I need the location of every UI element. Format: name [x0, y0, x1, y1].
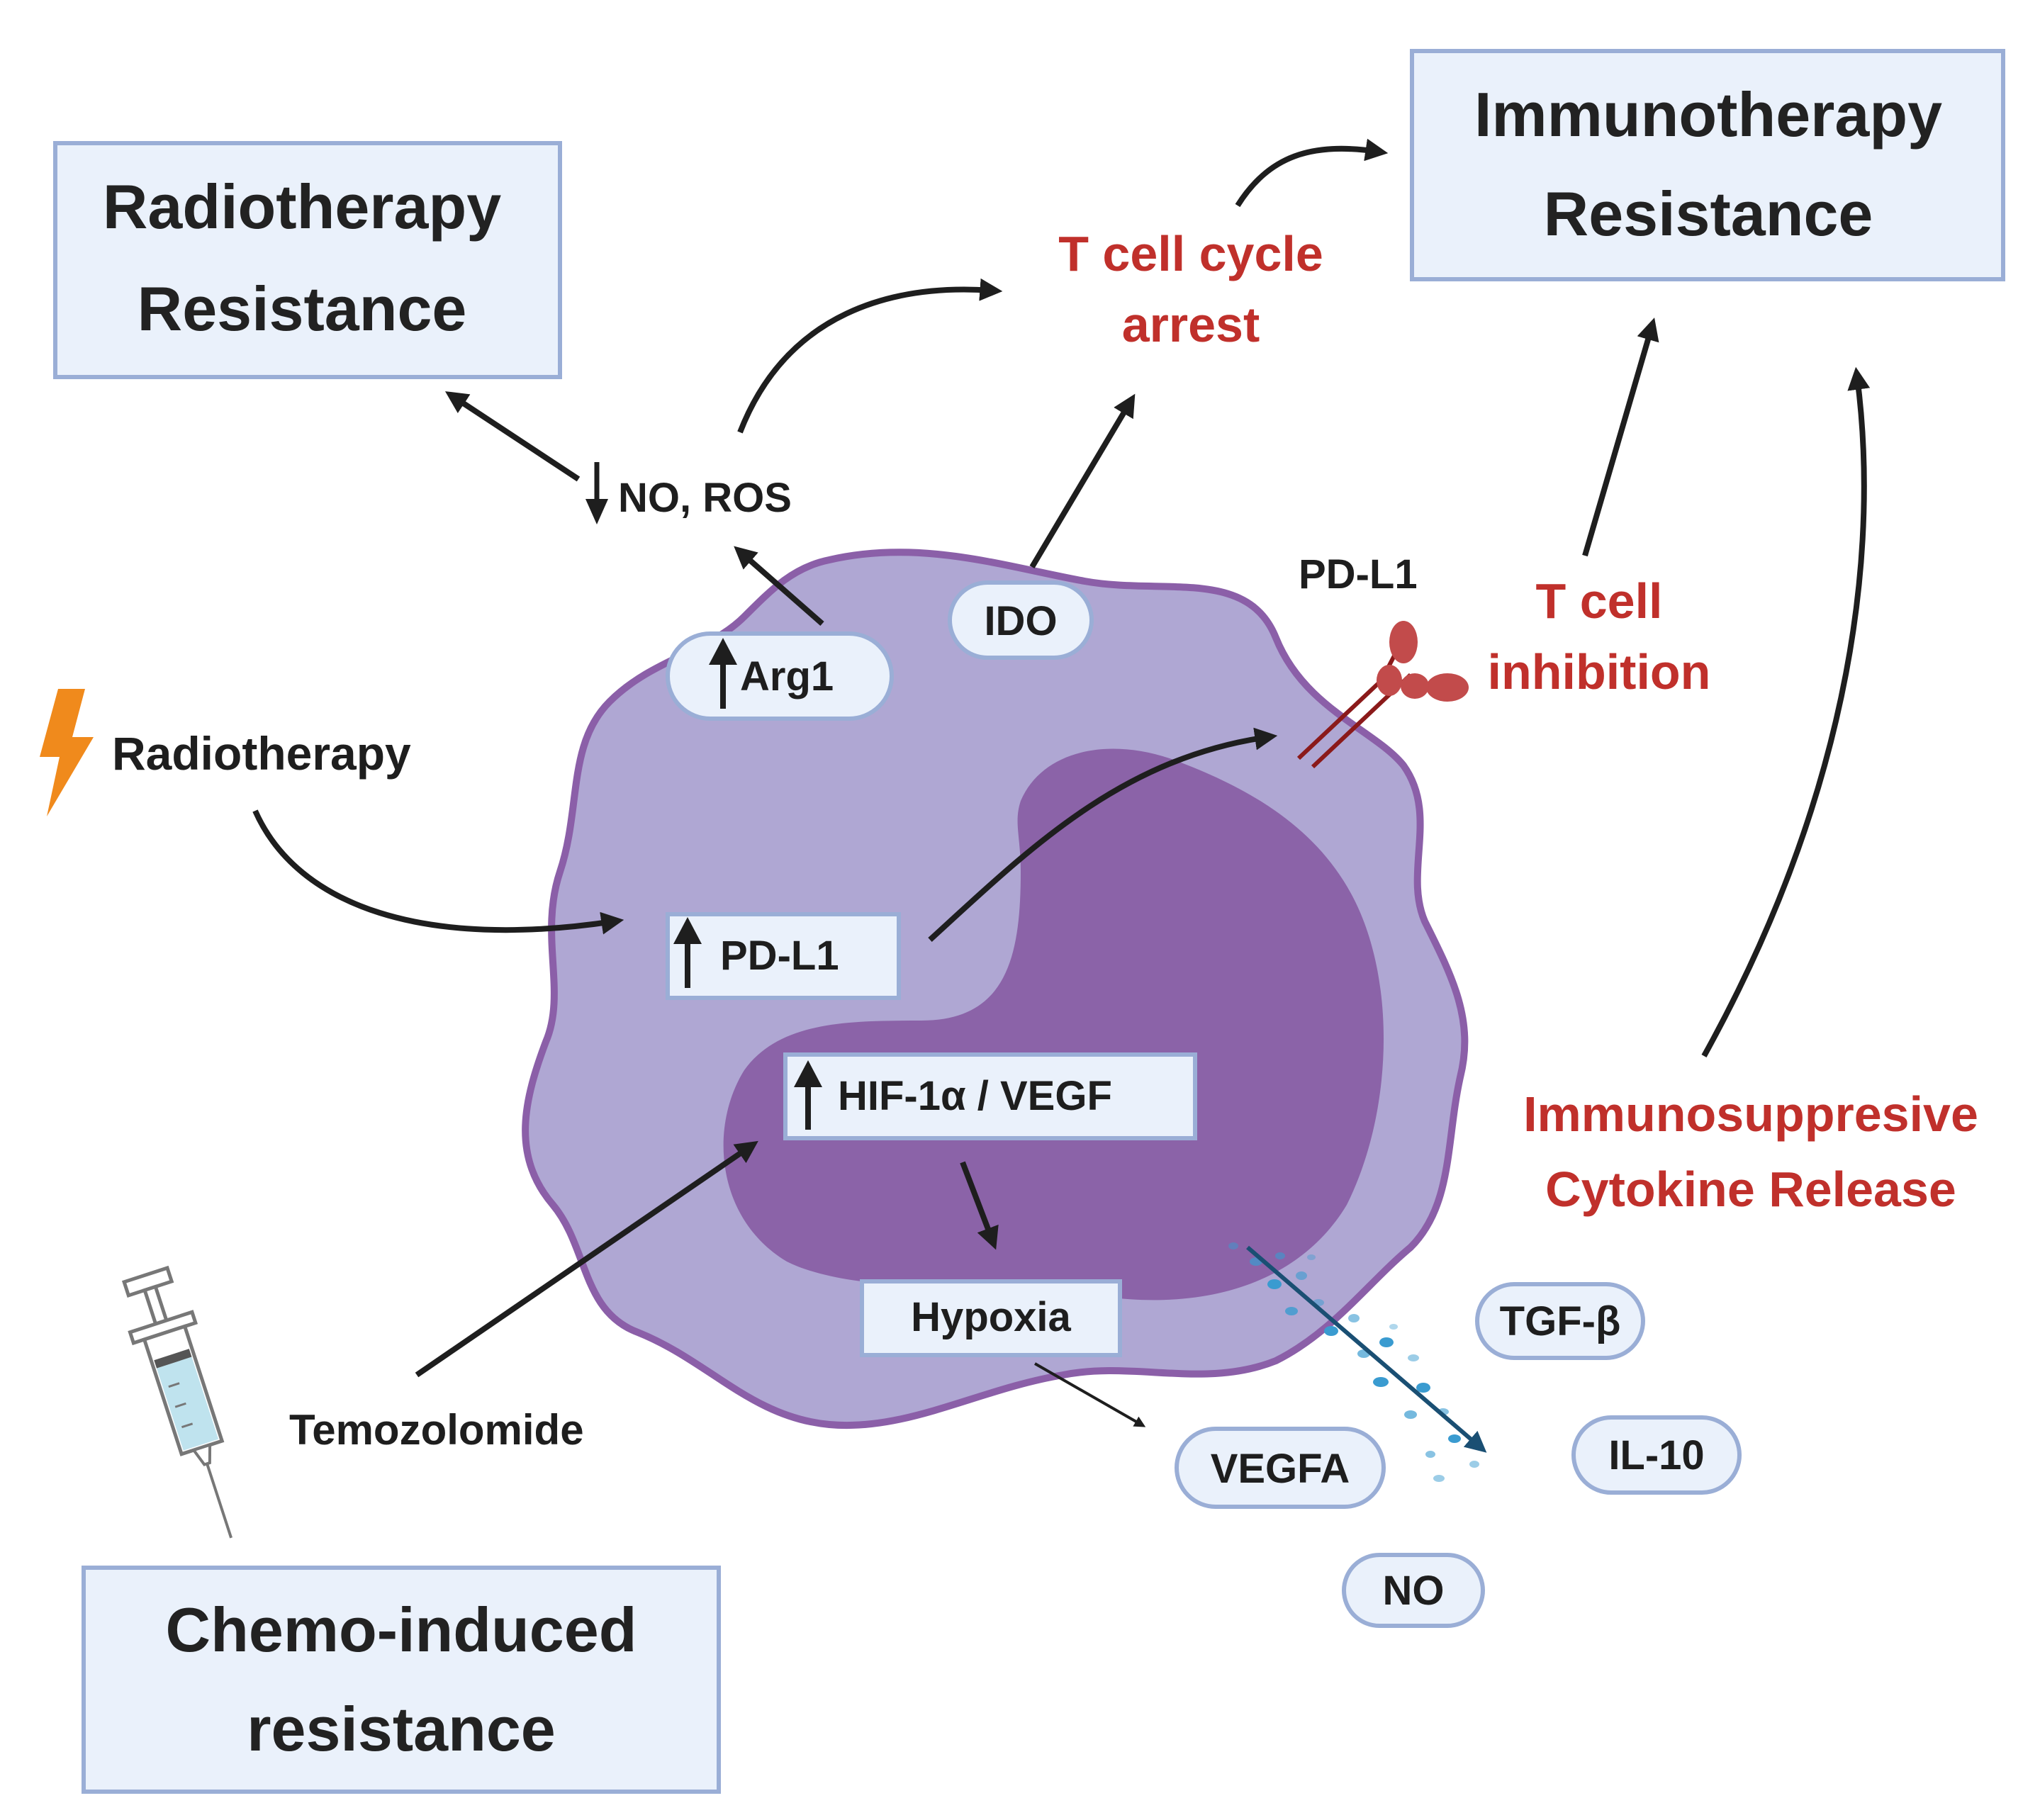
vegfa-chip: VEGFA	[1175, 1427, 1386, 1509]
chemo-resistance-line1: Chemo-induced	[166, 1595, 637, 1665]
arrow-radiotherapy-to-pd-l1	[252, 809, 624, 935]
il-10-chip: IL-10	[1571, 1415, 1742, 1495]
ido-chip: IDO	[948, 580, 1094, 660]
hypoxia-label: Hypoxia	[911, 1294, 1071, 1340]
arrow-cytokine-to-immunotherapy	[1701, 366, 1871, 1057]
arrows	[252, 138, 1871, 1378]
immunotherapy-resistance-line2: Resistance	[1544, 179, 1873, 249]
arrow-t-cell-arrest-to-immunotherapy	[1235, 138, 1389, 208]
arrow-no-ros-to-radiotherapy-resistance	[444, 391, 581, 482]
up-arrow-icon	[794, 1060, 822, 1130]
arrow-temozolomide-to-hif	[415, 1140, 758, 1378]
radiotherapy-resistance-line2: Resistance	[138, 274, 467, 344]
chemo-resistance-line2: resistance	[247, 1694, 555, 1764]
lightning-icon	[40, 689, 94, 816]
t-cell-inhibition-line2: inhibition	[1488, 644, 1711, 700]
pd-l1-receptor-label: PD-L1	[1299, 551, 1418, 597]
pd-l1-marker-box: PD-L1	[666, 912, 901, 1000]
down-arrow-icon	[585, 462, 608, 524]
arrow-ido-to-t-cell-arrest	[1029, 393, 1136, 569]
tumor-cell	[522, 549, 1469, 1429]
radiotherapy-resistance-box: Radiotherapy Resistance	[53, 141, 562, 379]
t-cell-cycle-arrest-line2: arrest	[1122, 297, 1260, 352]
cytokine-spray-icon	[1228, 1242, 1479, 1482]
no-label: NO	[1383, 1568, 1445, 1614]
vegfa-label: VEGFA	[1211, 1446, 1350, 1492]
cell-nucleus	[723, 748, 1384, 1301]
hif-vegf-box: HIF-1α / VEGF	[783, 1052, 1197, 1140]
cytokine-release-line2: Cytokine Release	[1545, 1162, 1956, 1217]
arg1-chip: Arg1	[666, 631, 894, 721]
syringe-icon	[121, 1265, 232, 1539]
arrow-hypoxia-to-vegfa	[1034, 1362, 1146, 1427]
no-ros-label: NO, ROS	[618, 475, 792, 521]
up-arrow-icon	[673, 917, 702, 988]
radiotherapy-label: Radiotherapy	[112, 727, 411, 780]
arrow-t-cell-inhibition-to-immunotherapy	[1582, 318, 1659, 557]
hif-vegf-label: HIF-1α / VEGF	[838, 1073, 1112, 1119]
pd-l1-marker-label: PD-L1	[720, 933, 839, 979]
no-ros-label-group: NO, ROS	[585, 462, 792, 524]
up-arrow-icon	[709, 638, 737, 709]
il-10-label: IL-10	[1608, 1432, 1704, 1478]
arrow-arg1-to-no-ros	[734, 546, 824, 627]
ido-label: IDO	[984, 598, 1057, 644]
chemo-induced-resistance-box: Chemo-induced resistance	[82, 1566, 721, 1794]
arrow-pd-l1-to-receptor	[928, 727, 1278, 942]
arrow-hif-to-hypoxia	[960, 1161, 999, 1250]
pd-l1-receptor-icon	[1296, 621, 1469, 769]
arrow-no-ros-to-t-cell-arrest	[737, 278, 1003, 434]
no-chip: NO	[1342, 1553, 1485, 1628]
tgf-beta-label: TGF-β	[1500, 1298, 1621, 1344]
t-cell-cycle-arrest-line1: T cell cycle	[1058, 226, 1323, 281]
secretion-arrow	[1246, 1245, 1487, 1453]
t-cell-inhibition-line1: T cell	[1536, 573, 1663, 629]
arg1-label: Arg1	[740, 653, 834, 700]
radiotherapy-resistance-line1: Radiotherapy	[103, 172, 501, 242]
tgf-beta-chip: TGF-β	[1475, 1282, 1645, 1360]
immunotherapy-resistance-box: Immunotherapy Resistance	[1410, 49, 2005, 281]
immunotherapy-resistance-line1: Immunotherapy	[1474, 79, 1942, 150]
cytokine-release-line1: Immunosuppresive	[1523, 1086, 1978, 1142]
hypoxia-box: Hypoxia	[860, 1279, 1122, 1357]
temozolomide-label: Temozolomide	[289, 1406, 584, 1454]
